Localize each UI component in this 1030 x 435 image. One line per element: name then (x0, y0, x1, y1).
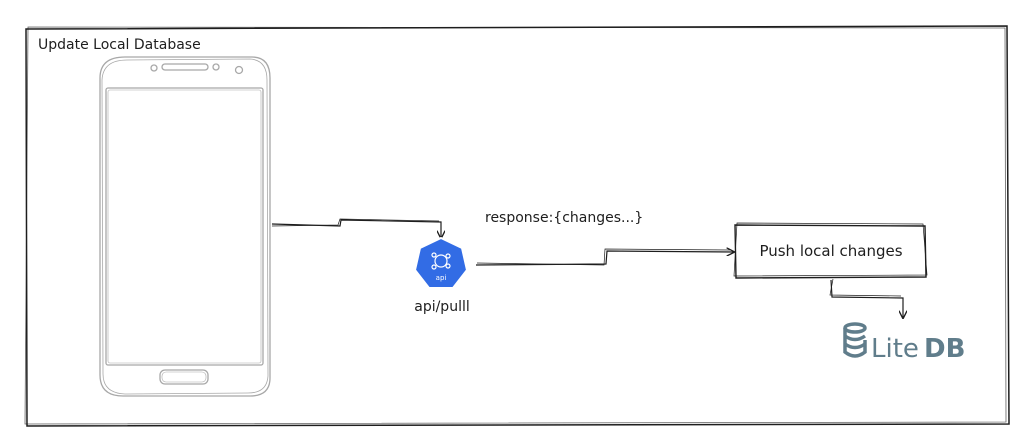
litedb-text-lite: Lite (871, 334, 919, 364)
api-icon-text: api (436, 274, 447, 282)
push-box-label: Push local changes (759, 242, 902, 260)
response-label: response:{changes...} (485, 210, 643, 226)
connector-phone-to-api (271, 218, 441, 238)
connector-push-to-litedb (829, 278, 903, 318)
connector-api-to-push (475, 249, 734, 266)
api-icon: api (413, 236, 469, 289)
smartphone-icon (99, 56, 271, 397)
database-icon (843, 322, 867, 358)
frame (24, 25, 1010, 427)
api-label: api/pulll (414, 299, 470, 315)
litedb-text-db: DB (924, 334, 965, 364)
push-box (733, 222, 928, 279)
frame-title: Update Local Database (38, 37, 201, 53)
litedb-logo: Lite DB (843, 322, 965, 364)
